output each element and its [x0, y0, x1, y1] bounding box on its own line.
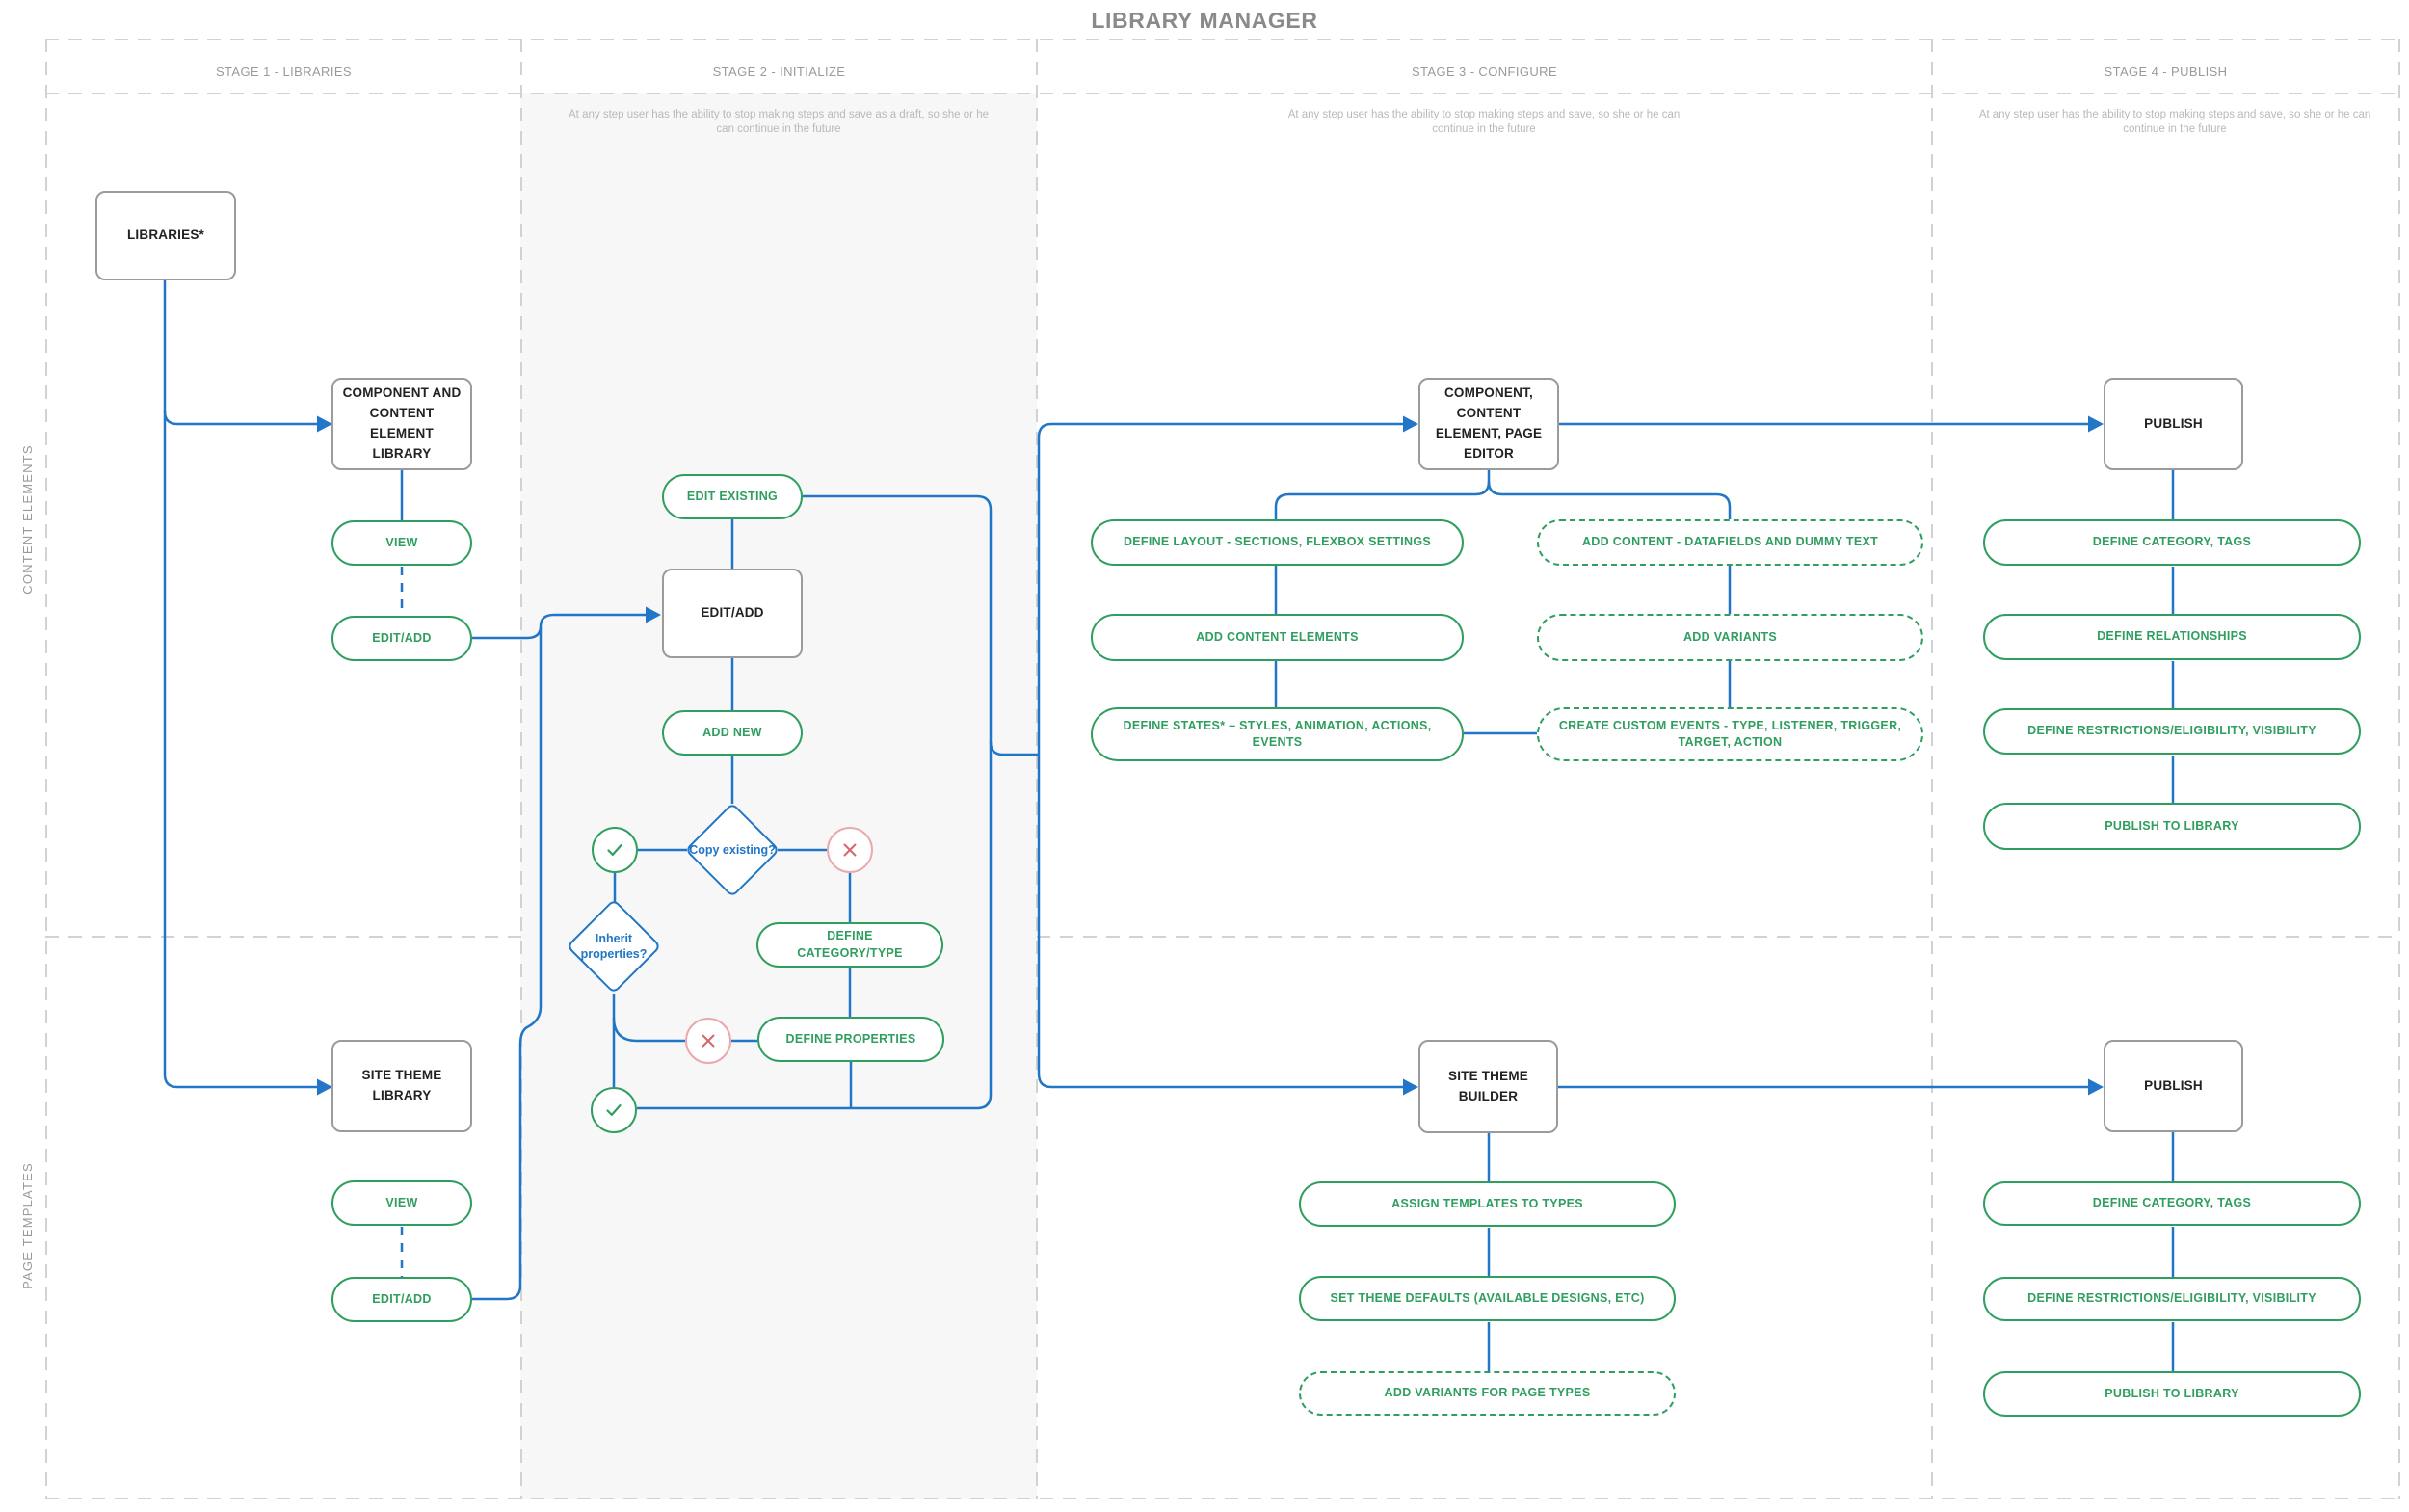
grid-line	[45, 93, 2400, 94]
node-edit-add-components: EDIT/ADD	[331, 616, 472, 661]
stage-4-header: STAGE 4 - PUBLISH	[2104, 65, 2228, 79]
node-create-custom-events: CREATE CUSTOM EVENTS - TYPE, LISTENER, T…	[1537, 707, 1923, 761]
node-define-properties: DEFINE PROPERTIES	[757, 1017, 944, 1062]
node-component-content-element-library: COMPONENT AND CONTENT ELEMENT LIBRARY	[331, 378, 472, 470]
decision-label: Inherit properties?	[580, 931, 648, 961]
node-define-restrictions: DEFINE RESTRICTIONS/ELIGIBILITY, VISIBIL…	[1983, 708, 2361, 755]
node-view-components: VIEW	[331, 520, 472, 566]
node-libraries: LIBRARIES*	[95, 191, 236, 280]
node-publish-themes: PUBLISH	[2104, 1040, 2243, 1132]
check-icon	[607, 844, 622, 856]
node-define-category-tags-pt: DEFINE CATEGORY, TAGS	[1983, 1181, 2361, 1226]
stage-4-note: At any step user has the ability to stop…	[1978, 109, 2371, 135]
stage-2-header: STAGE 2 - INITIALIZE	[712, 65, 846, 79]
stage2-background	[520, 93, 1037, 1499]
node-define-restrictions-pt: DEFINE RESTRICTIONS/ELIGIBILITY, VISIBIL…	[1983, 1277, 2361, 1321]
node-add-variants-page-types: ADD VARIANTS FOR PAGE TYPES	[1299, 1371, 1676, 1416]
node-publish-to-library-pt: PUBLISH TO LIBRARY	[1983, 1371, 2361, 1417]
grid-line	[2398, 39, 2400, 1499]
check-icon	[606, 1104, 622, 1116]
node-add-variants: ADD VARIANTS	[1537, 614, 1923, 661]
node-define-category-type: DEFINE CATEGORY/TYPE	[756, 922, 943, 968]
decision-inherit-properties: Inherit properties?	[566, 898, 662, 995]
node-component-content-element-page-editor: COMPONENT, CONTENT ELEMENT, PAGE EDITOR	[1418, 378, 1559, 470]
node-edit-add-themes: EDIT/ADD	[331, 1277, 472, 1322]
no-cross-icon	[685, 1018, 731, 1064]
stage-3-header: STAGE 3 - CONFIGURE	[1411, 65, 1558, 79]
node-edit-existing: EDIT EXISTING	[662, 474, 803, 519]
stage-3-note: At any step user has the ability to stop…	[1287, 109, 1681, 135]
grid-line	[1037, 936, 2400, 938]
yes-check-icon	[591, 1087, 637, 1133]
stage-1-header: STAGE 1 - LIBRARIES	[215, 65, 352, 79]
decision-copy-existing: Copy existing?	[684, 802, 781, 898]
grid-line	[1036, 39, 1038, 1499]
node-add-content: ADD CONTENT - DATAFIELDS AND DUMMY TEXT	[1537, 519, 1923, 566]
no-cross-icon	[827, 827, 873, 873]
grid-line	[1931, 39, 1933, 1499]
grid-line	[45, 1498, 2400, 1499]
node-set-theme-defaults: SET THEME DEFAULTS (AVAILABLE DESIGNS, E…	[1299, 1276, 1676, 1321]
node-assign-templates: ASSIGN TEMPLATES TO TYPES	[1299, 1181, 1676, 1227]
grid-line	[520, 39, 522, 1499]
node-site-theme-builder: SITE THEME BUILDER	[1418, 1040, 1558, 1133]
node-add-content-elements: ADD CONTENT ELEMENTS	[1091, 614, 1464, 661]
node-publish-components: PUBLISH	[2104, 378, 2243, 470]
grid-line	[45, 39, 47, 1499]
grid-line	[45, 936, 522, 938]
node-add-new: ADD NEW	[662, 710, 803, 756]
x-icon	[702, 1034, 715, 1048]
node-view-themes: VIEW	[331, 1180, 472, 1226]
node-define-relationships: DEFINE RELATIONSHIPS	[1983, 614, 2361, 660]
node-define-layout: DEFINE LAYOUT - SECTIONS, FLEXBOX SETTIN…	[1091, 519, 1464, 566]
page-title: LIBRARY MANAGER	[1091, 8, 1318, 33]
node-define-states: DEFINE STATES* – STYLES, ANIMATION, ACTI…	[1091, 707, 1464, 761]
x-icon	[843, 843, 857, 857]
node-publish-to-library: PUBLISH TO LIBRARY	[1983, 803, 2361, 850]
node-define-category-tags: DEFINE CATEGORY, TAGS	[1983, 519, 2361, 566]
node-site-theme-library: SITE THEME LIBRARY	[331, 1040, 472, 1132]
node-edit-add: EDIT/ADD	[662, 569, 803, 658]
yes-check-icon	[592, 827, 638, 873]
decision-label: Copy existing?	[689, 842, 776, 857]
grid-line	[45, 39, 2400, 40]
stage-2-note: At any step user has the ability to stop…	[569, 109, 989, 135]
